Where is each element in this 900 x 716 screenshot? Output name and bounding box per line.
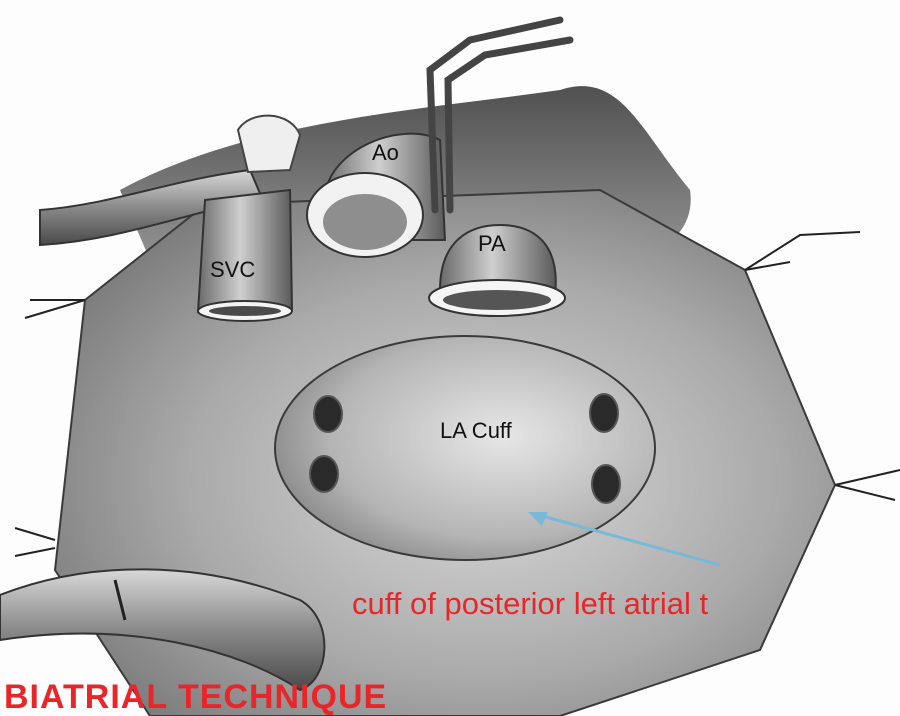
- technique-title: BIATRIAL TECHNIQUE: [4, 678, 387, 716]
- annotation-text: cuff of posterior left atrial t: [352, 586, 708, 621]
- label-la-cuff: LA Cuff: [440, 418, 513, 443]
- label-ao: Ao: [372, 140, 399, 165]
- la-cuff: [275, 336, 655, 560]
- label-svc: SVC: [210, 257, 255, 282]
- label-pa: PA: [478, 231, 506, 256]
